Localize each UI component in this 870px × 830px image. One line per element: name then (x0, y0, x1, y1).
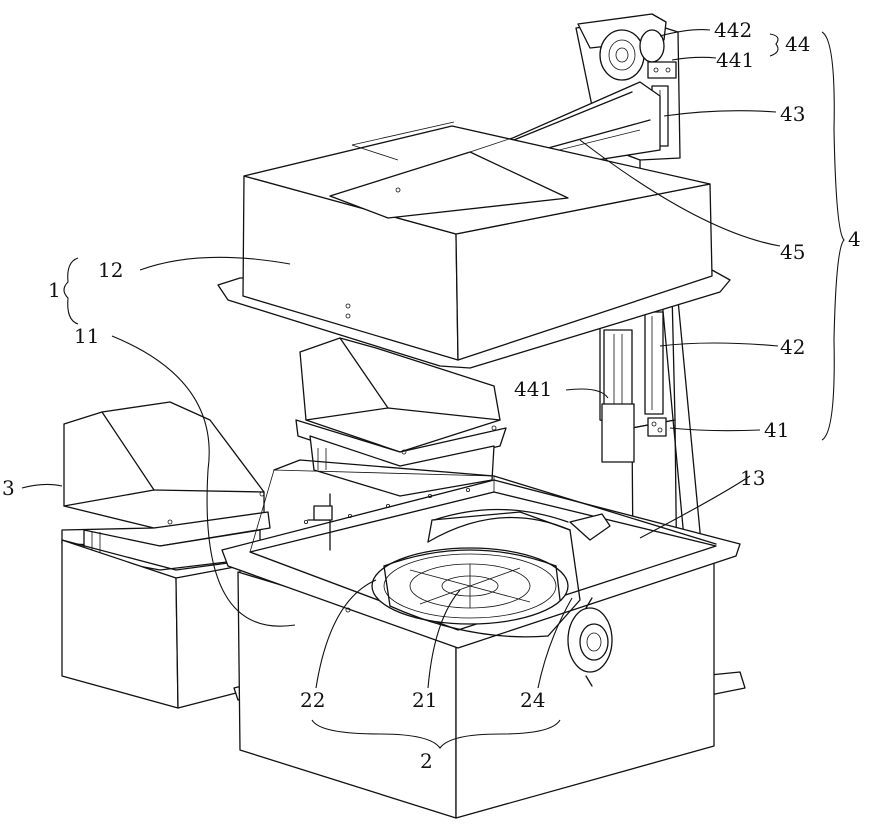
label-42: 42 (780, 335, 805, 359)
label-1: 1 (48, 278, 61, 302)
label-22: 22 (300, 688, 325, 712)
label-45: 45 (780, 240, 805, 264)
label-4: 4 (848, 227, 861, 251)
label-43: 43 (780, 102, 805, 126)
label-2: 2 (420, 749, 433, 773)
label-442: 442 (714, 18, 752, 42)
label-11: 11 (74, 324, 99, 348)
label-21: 21 (412, 688, 437, 712)
label-3: 3 (2, 476, 15, 500)
label-12: 12 (98, 258, 123, 282)
label-441-mid: 441 (514, 377, 552, 401)
label-13: 13 (740, 466, 765, 490)
label-441-top: 441 (716, 48, 754, 72)
label-44: 44 (785, 32, 810, 56)
label-24: 24 (520, 688, 545, 712)
label-41: 41 (764, 418, 789, 442)
